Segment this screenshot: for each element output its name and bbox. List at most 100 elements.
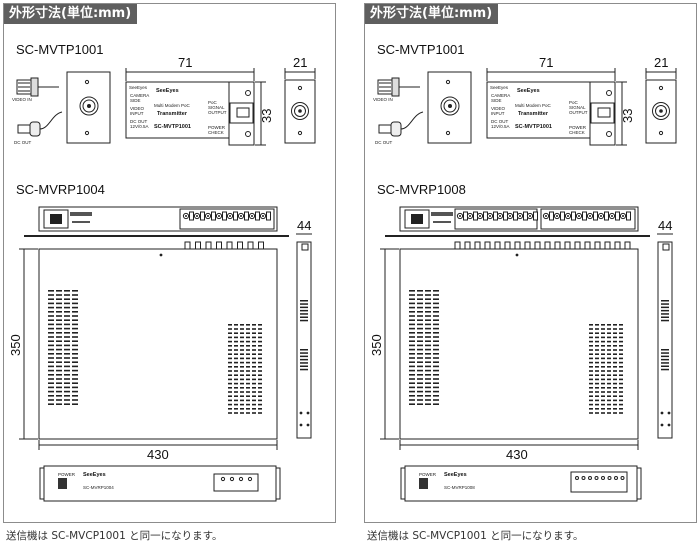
bnc-connector-icon <box>216 241 222 250</box>
vent-slot <box>228 353 232 355</box>
vent-slot <box>234 378 238 381</box>
vent-slot <box>252 353 256 355</box>
dim-tx-height: 33 <box>259 109 274 123</box>
vent-slot <box>56 357 62 359</box>
vent-slot <box>409 386 415 389</box>
vent-slot <box>433 344 439 347</box>
vent-slot <box>72 395 78 397</box>
vent-slot <box>246 353 250 355</box>
tx-text-check: CHECK <box>208 130 224 135</box>
receiver-rear-panel <box>399 206 639 232</box>
vent-slot <box>425 390 431 393</box>
vent-slot <box>48 315 54 317</box>
vent-slot <box>613 395 617 397</box>
vent-slot <box>425 353 431 355</box>
tx-text-signal: SIGNAL <box>208 105 225 110</box>
vent-slot <box>64 357 70 359</box>
vent-slot <box>252 357 256 360</box>
receiver-rear-ports <box>182 211 271 221</box>
vent-slot <box>258 403 262 406</box>
bnc-port-pin <box>578 215 580 217</box>
vent-slot <box>613 340 617 343</box>
vent-slot <box>409 311 415 313</box>
vent-slot <box>234 332 238 334</box>
rj-port-icon <box>571 211 576 221</box>
vent-slot <box>433 357 439 359</box>
rj-port-icon <box>493 211 498 221</box>
vent-slot <box>595 328 599 330</box>
vent-slot <box>619 374 623 376</box>
vent-slot <box>300 349 308 351</box>
vent-slot <box>48 395 54 397</box>
vent-slot <box>48 361 54 363</box>
dim-rx-width: 430 <box>506 447 528 462</box>
vent-slot <box>433 348 439 351</box>
vent-slot <box>240 340 244 343</box>
vent-slot <box>425 344 431 347</box>
vent-slot <box>252 366 256 368</box>
side-vent-slots <box>300 300 308 371</box>
vent-slot <box>56 294 62 296</box>
vent-slot <box>234 357 238 360</box>
vent-slot <box>607 387 611 389</box>
vent-slot <box>661 300 669 302</box>
transmitter-model-label: SC-MVTP1001 <box>16 42 104 57</box>
vent-slot <box>246 412 250 414</box>
vent-slot <box>619 378 623 381</box>
vent-slot <box>234 361 238 364</box>
vent-slot <box>417 336 423 338</box>
vent-slot <box>240 357 244 360</box>
vent-slot <box>425 290 431 292</box>
vent-slot <box>613 324 617 326</box>
tx-brand-mark: SeeEyes <box>129 85 148 90</box>
receiver-side-view <box>657 241 673 439</box>
receiver-model-label: SC-MVRP1008 <box>377 182 466 197</box>
vent-slot <box>409 390 415 393</box>
vent-slot <box>228 328 232 330</box>
front-model: SC-MVRP1008 <box>444 485 475 490</box>
vent-slot <box>409 319 415 321</box>
vent-slot <box>425 306 431 309</box>
vent-slot <box>48 298 54 300</box>
vent-slot <box>234 366 238 368</box>
transmitter-top-view <box>486 81 616 146</box>
rj-port-icon <box>560 211 565 221</box>
tx-text-dcout: DC OUT <box>130 119 147 124</box>
power-switch[interactable] <box>419 478 428 489</box>
tx-text-output: OUTPUT <box>208 110 227 115</box>
vent-slot <box>433 332 439 334</box>
vent-slot <box>252 403 256 406</box>
vent-slot <box>56 315 62 317</box>
vent-slot <box>409 290 415 292</box>
vent-slot <box>613 370 617 372</box>
vent-slot <box>240 382 244 385</box>
bnc-connector-icon <box>544 241 551 250</box>
bnc-connector-icon <box>484 241 491 250</box>
vent-slot <box>409 306 415 309</box>
front-brand: SeeEyes <box>444 472 467 478</box>
transmitter-model-label: SC-MVTP1001 <box>377 42 465 57</box>
vent-slot <box>56 361 62 363</box>
vent-slot <box>246 345 250 347</box>
vent-slot <box>258 374 262 376</box>
bnc-connector-icon <box>226 241 233 250</box>
vent-slot <box>228 332 232 334</box>
vent-slot <box>607 361 611 364</box>
vent-slot <box>56 306 62 309</box>
vent-slot <box>601 357 605 360</box>
vent-slot <box>252 336 256 339</box>
power-switch[interactable] <box>58 478 67 489</box>
status-led-icon <box>581 476 586 480</box>
vent-slot <box>595 336 599 339</box>
vent-slot <box>601 332 605 334</box>
vent-slot <box>601 378 605 381</box>
vent-slot <box>433 311 439 313</box>
bnc-port-pin <box>262 215 264 217</box>
vent-slot <box>246 366 250 368</box>
vent-slot <box>433 315 439 317</box>
vent-slot <box>234 370 238 372</box>
vent-slot <box>613 391 617 393</box>
vent-slot <box>72 315 78 317</box>
vent-slot <box>300 319 308 322</box>
vent-slot <box>607 349 611 351</box>
